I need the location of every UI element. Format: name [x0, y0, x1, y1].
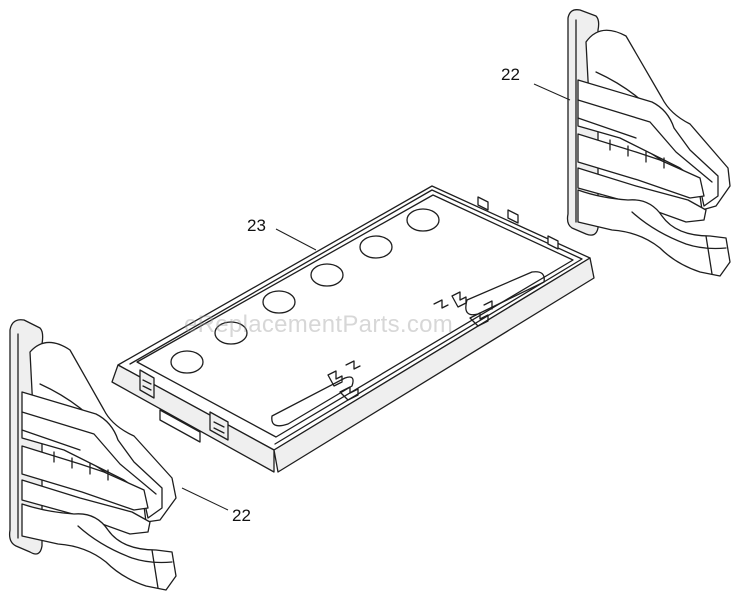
- leader-line-tray: [275, 228, 317, 251]
- leader-line-bottom-left: [181, 487, 229, 511]
- tray-holes: [170, 208, 440, 374]
- callout-bottom-left: 22: [232, 506, 251, 525]
- watermark-text: eReplacementParts.com: [184, 311, 454, 338]
- rail-part-bottom-left: [8, 319, 177, 591]
- callout-top-right: 22: [501, 65, 520, 84]
- tray-part: [111, 185, 595, 473]
- tray-brackets: [327, 291, 493, 401]
- leader-line-top-right: [533, 83, 571, 101]
- rail-part-top-right: [566, 9, 731, 277]
- callout-tray: 23: [247, 216, 266, 235]
